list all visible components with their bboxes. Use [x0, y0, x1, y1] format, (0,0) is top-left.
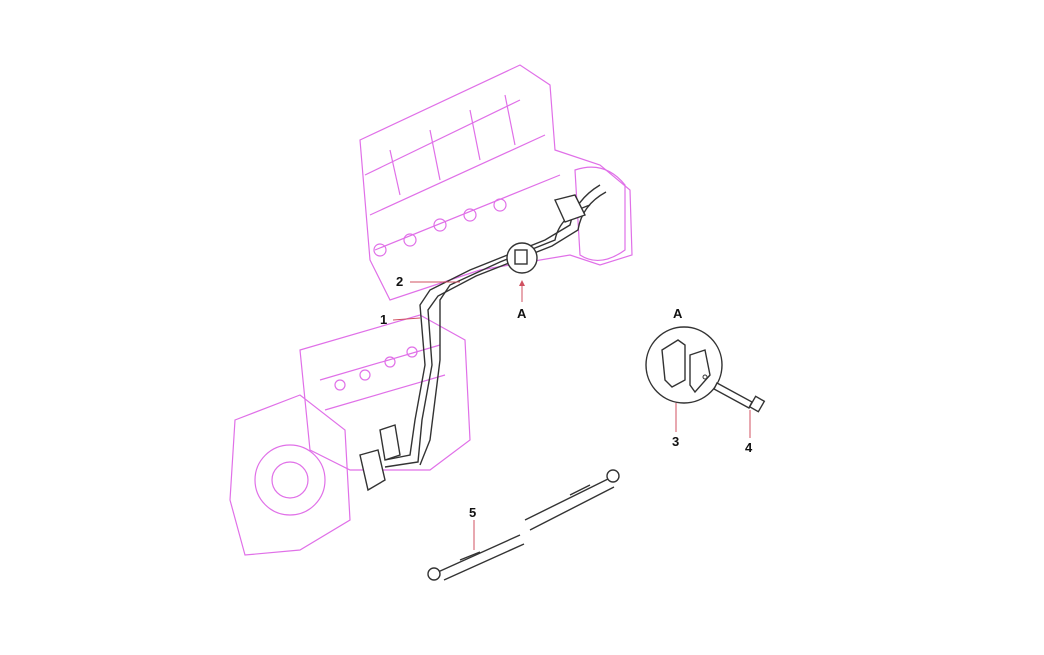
detail-a-clip[interactable] — [645, 326, 723, 404]
engine-outline — [229, 64, 633, 556]
callout-2: 2 — [396, 274, 403, 289]
fuel-pipe-2[interactable] — [419, 204, 591, 466]
leader-lines — [392, 280, 751, 550]
clip-in-place[interactable] — [506, 242, 538, 274]
hose-5[interactable] — [427, 469, 620, 581]
bolt-4[interactable] — [713, 382, 766, 413]
fitting — [359, 449, 386, 492]
fitting — [379, 424, 401, 461]
callout-a-view: A — [517, 306, 527, 321]
callout-1: 1 — [380, 312, 387, 327]
fitting — [554, 194, 586, 223]
fuel-pipe-1[interactable] — [384, 184, 607, 468]
callout-3: 3 — [672, 434, 679, 449]
callout-5: 5 — [469, 505, 476, 520]
callout-a-detail: A — [673, 306, 683, 321]
callout-4: 4 — [745, 440, 753, 455]
